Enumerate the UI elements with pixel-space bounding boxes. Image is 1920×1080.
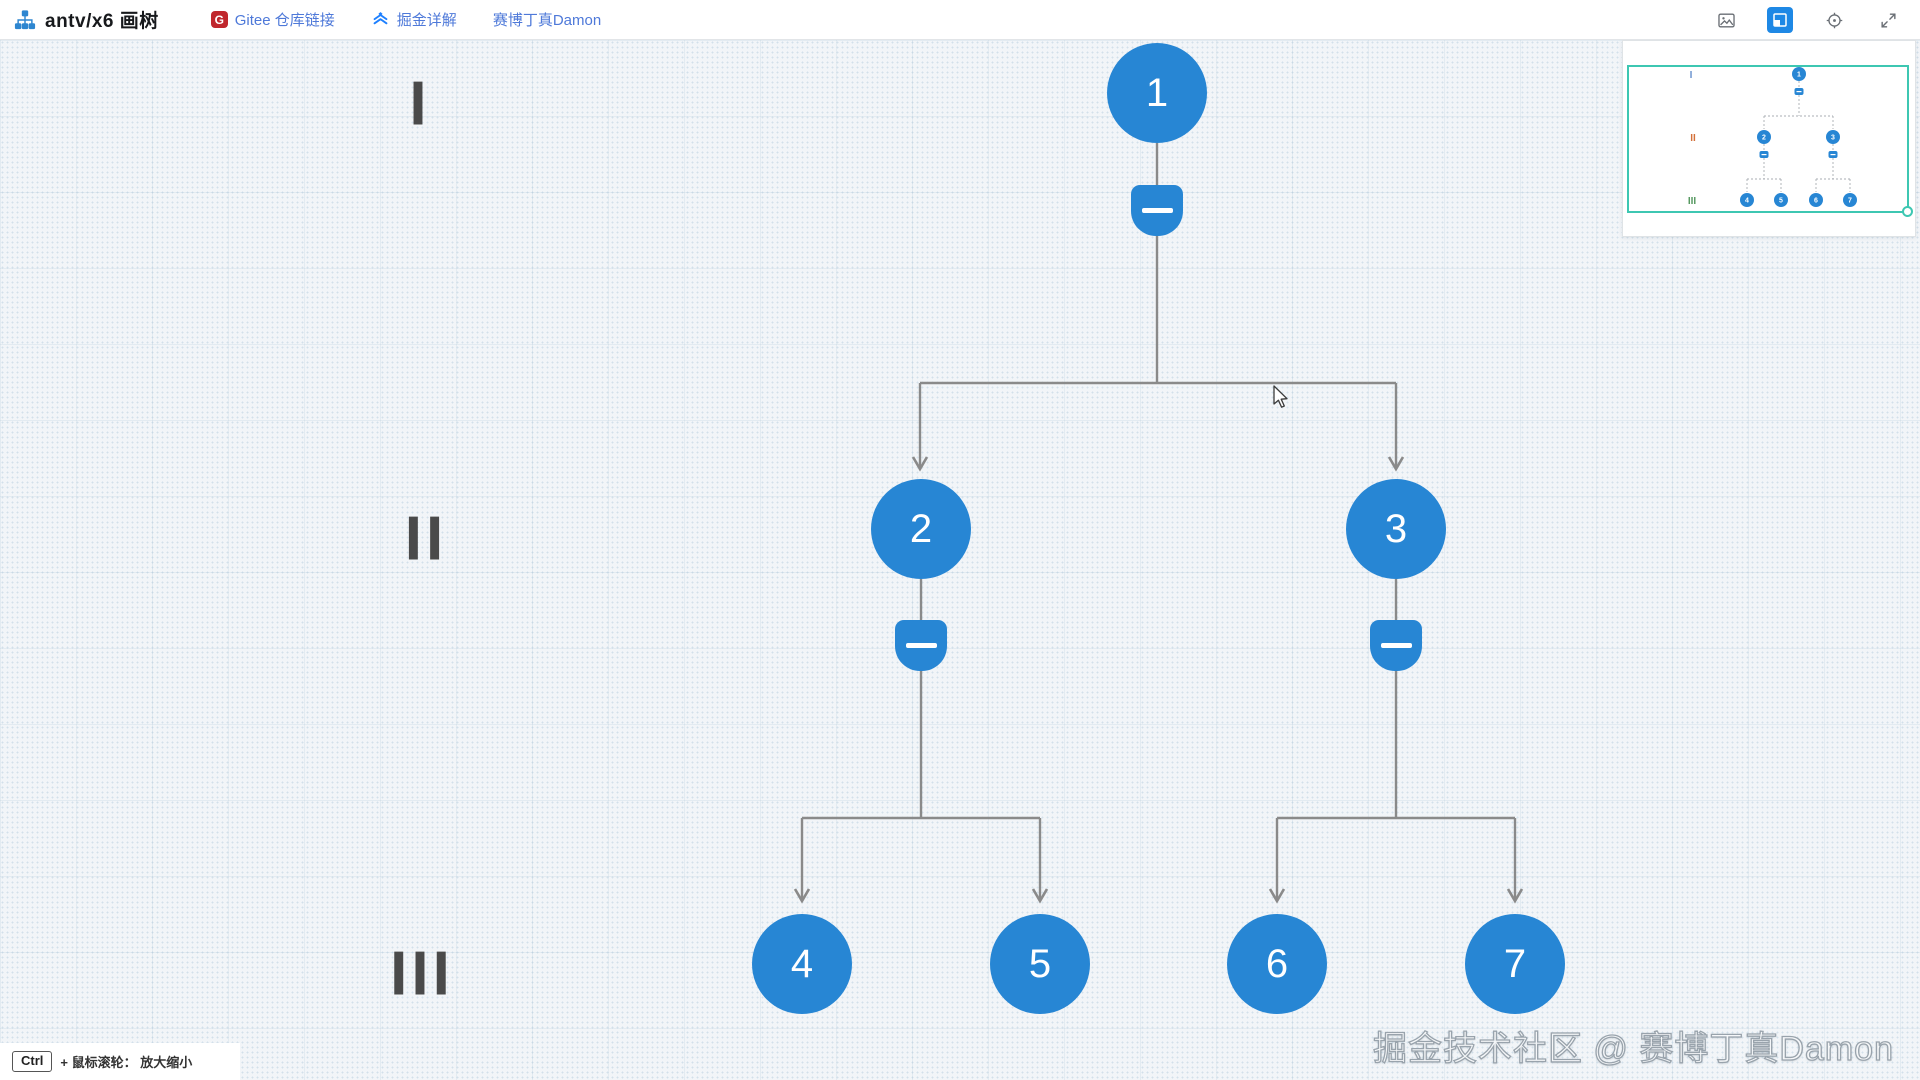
zoom-hint-text: + 鼠标滚轮： 放大缩小 — [60, 1055, 193, 1070]
mini-node-label: 1 — [1797, 72, 1801, 79]
tree-edges — [793, 143, 1524, 904]
mini-node-label: 4 — [1745, 198, 1749, 205]
ctrl-key-badge: Ctrl — [12, 1050, 53, 1073]
tree-node-7[interactable]: 7 — [1465, 914, 1565, 1014]
center-content-button[interactable] — [1821, 7, 1847, 33]
tree-node-3[interactable]: 3 — [1346, 479, 1446, 579]
node-label: 3 — [1384, 506, 1408, 551]
minimap-panel: 1 2 3 4 5 6 7 I II III — [1622, 40, 1916, 237]
juejin-icon — [373, 12, 388, 25]
minus-icon — [1141, 208, 1173, 213]
collapse-button-node-3[interactable] — [1370, 620, 1422, 671]
zoom-hint: Ctrl + 鼠标滚轮： 放大缩小 — [0, 1043, 240, 1080]
mini-node-label: 5 — [1779, 198, 1783, 205]
mini-level-label-2: II — [1690, 133, 1696, 144]
watermark-text: 掘金技术社区 @ 赛博丁真Damon — [1372, 1029, 1894, 1068]
header-nav: G Gitee 仓库链接 掘金详解 赛博丁真Damon — [210, 9, 601, 30]
node-label: 7 — [1503, 941, 1527, 986]
level-label-3: III — [390, 939, 454, 1009]
minimap-viewport[interactable] — [1627, 65, 1913, 217]
minus-icon — [1380, 643, 1412, 648]
level-label-2: II — [404, 504, 448, 574]
graph-canvas[interactable]: I II III 1 2 3 4 5 6 7 — [0, 40, 1920, 1080]
mini-node-label: 7 — [1848, 198, 1852, 205]
gitee-link-label: Gitee 仓库链接 — [234, 12, 335, 29]
tree-node-1[interactable]: 1 — [1107, 43, 1207, 143]
mini-node-label: 2 — [1762, 135, 1766, 142]
collapse-button-node-2[interactable] — [895, 620, 947, 671]
tree-node-2[interactable]: 2 — [871, 479, 971, 579]
export-image-button[interactable] — [1713, 7, 1739, 33]
node-label: 4 — [790, 941, 814, 986]
node-label: 6 — [1265, 941, 1289, 986]
image-icon — [1717, 12, 1735, 28]
tree-node-4[interactable]: 4 — [752, 914, 852, 1014]
juejin-link-label: 掘金详解 — [396, 12, 457, 29]
target-icon — [1826, 12, 1842, 28]
gitee-icon: G — [210, 11, 228, 28]
page-title: antv/x6 画树 — [45, 11, 159, 32]
level-label-1: I — [409, 69, 431, 139]
juejin-article-link[interactable]: 掘金详解 — [371, 9, 457, 30]
toolbar — [1713, 0, 1901, 40]
node-label: 1 — [1145, 70, 1169, 115]
app-header: antv/x6 画树 G Gitee 仓库链接 掘金详解 赛博丁真Damon — [0, 0, 1920, 40]
mini-level-label-1: I — [1690, 70, 1693, 81]
minimap-tree: 1 2 3 4 5 6 7 I II III — [1688, 67, 1857, 207]
tree-node-5[interactable]: 5 — [990, 914, 1090, 1014]
gitee-repo-link[interactable]: G Gitee 仓库链接 — [210, 9, 335, 30]
minimap-toggle-button[interactable] — [1767, 7, 1793, 33]
minimap-resize-handle[interactable] — [1902, 206, 1913, 217]
minus-icon — [905, 643, 937, 648]
node-label: 2 — [909, 506, 933, 551]
author-link-label: 赛博丁真Damon — [492, 12, 602, 29]
brand: antv/x6 画树 — [14, 6, 159, 33]
fullscreen-button[interactable] — [1875, 7, 1901, 33]
collapse-button-node-1[interactable] — [1131, 185, 1183, 236]
minimap-icon — [1773, 13, 1787, 27]
tree-logo-icon — [14, 9, 36, 29]
fullscreen-icon — [1880, 12, 1896, 28]
tree-node-6[interactable]: 6 — [1227, 914, 1327, 1014]
mini-node-label: 3 — [1831, 135, 1835, 142]
author-link[interactable]: 赛博丁真Damon — [493, 9, 601, 30]
node-label: 5 — [1028, 941, 1052, 986]
mini-level-label-3: III — [1688, 196, 1697, 207]
mini-node-label: 6 — [1814, 198, 1818, 205]
